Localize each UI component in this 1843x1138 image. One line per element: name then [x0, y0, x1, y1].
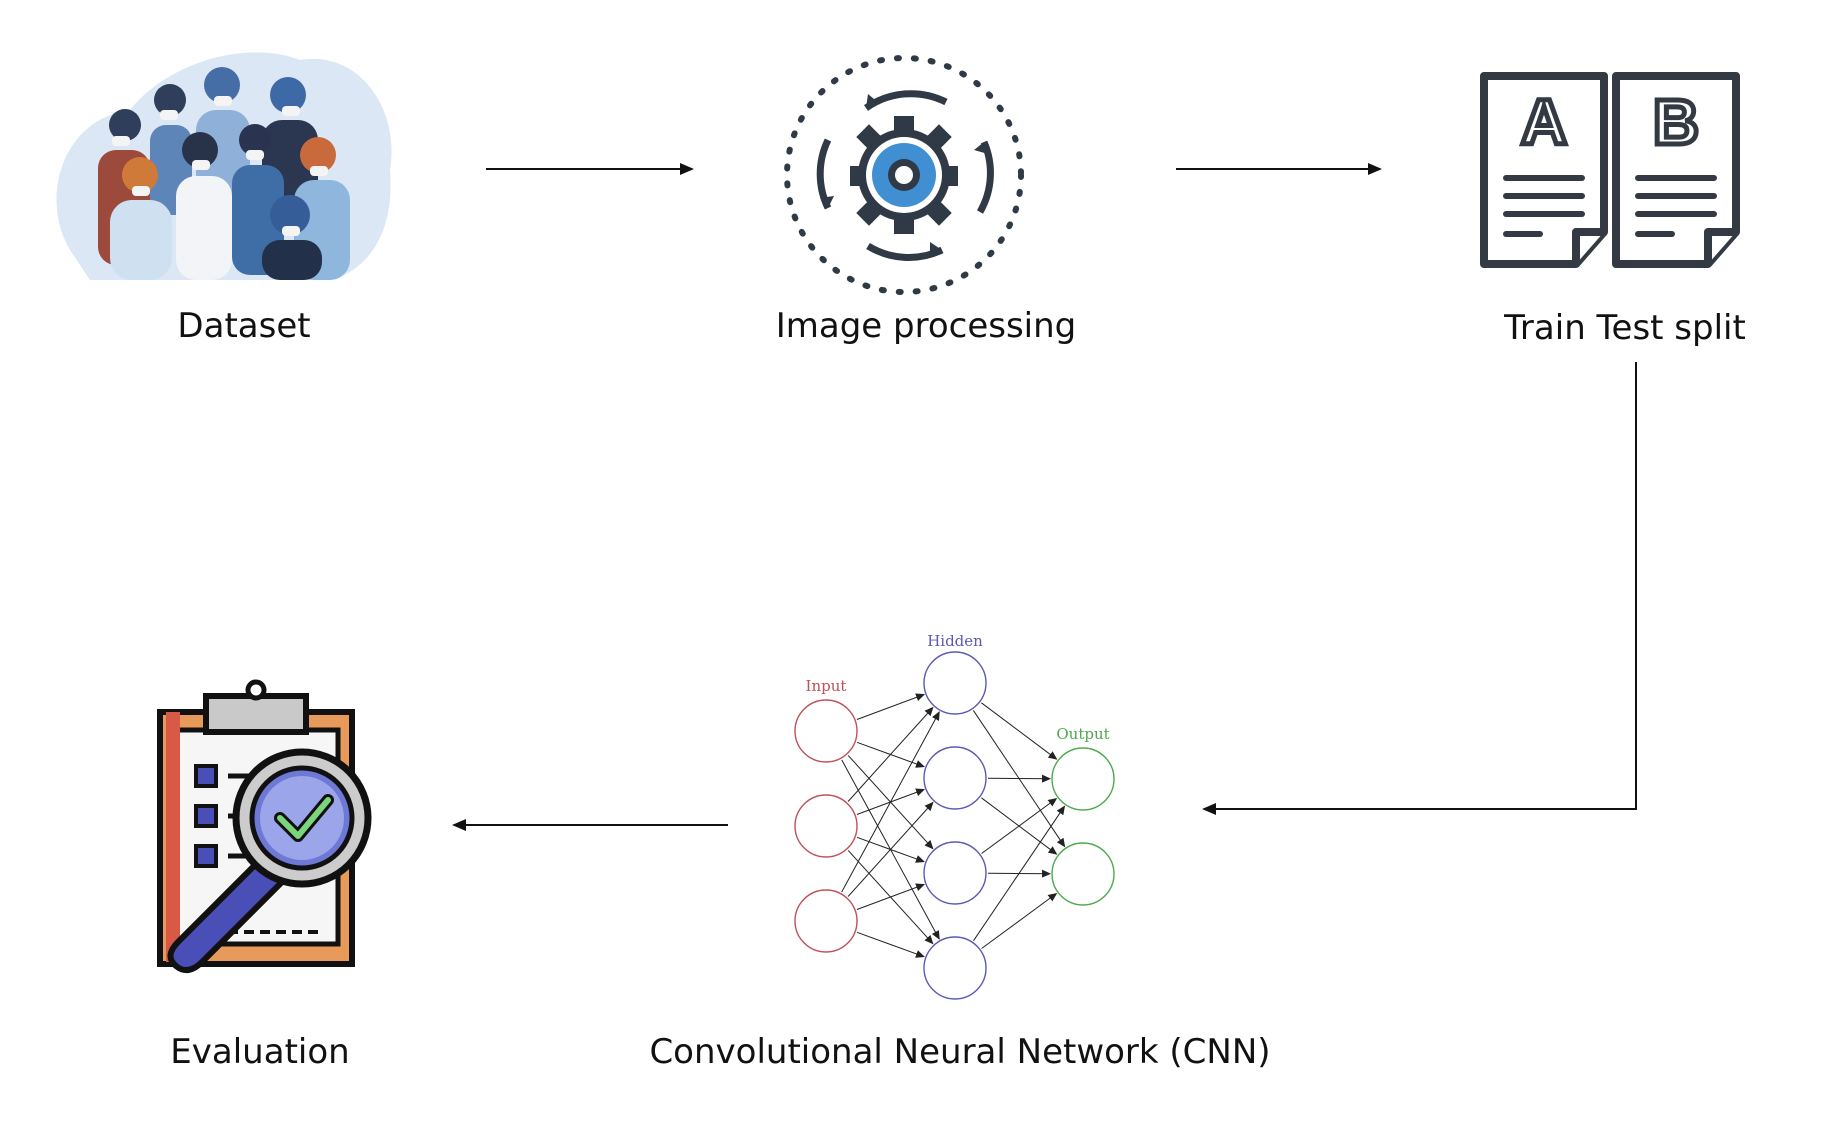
arrow-split-to-cnn: [1202, 362, 1637, 815]
network-edge: [973, 805, 1066, 941]
input-node: [794, 699, 858, 763]
output-node: [1051, 842, 1115, 906]
hidden-node: [923, 936, 987, 1000]
step-label-cnn: Convolutional Neural Network (CNN): [649, 1032, 1271, 1072]
input-node: [794, 794, 858, 858]
network-edge: [981, 892, 1058, 949]
hidden-node: [923, 841, 987, 905]
input-node: [794, 889, 858, 953]
step-label-dataset: Dataset: [177, 306, 311, 346]
output-layer-label: Output: [1056, 725, 1109, 743]
network-edge: [847, 801, 934, 897]
hidden-node: [923, 651, 987, 715]
network-edge: [841, 711, 940, 893]
step-label-evaluation: Evaluation: [170, 1032, 350, 1072]
step-label-train-test-split: Train Test split: [1504, 308, 1746, 348]
output-node: [1051, 747, 1115, 811]
network-edge: [856, 931, 925, 958]
input-layer-label: Input: [806, 677, 847, 695]
doc-letter-a: A: [1521, 86, 1567, 158]
network-edge: [981, 702, 1058, 760]
network-edge: [856, 693, 926, 720]
hidden-node: [923, 746, 987, 810]
network-edge: [856, 883, 926, 910]
network-edge: [981, 797, 1058, 854]
step-label-image-processing: Image processing: [775, 306, 1077, 346]
network-edge: [847, 706, 934, 802]
hidden-layer-label: Hidden: [927, 632, 983, 650]
doc-letter-b: B: [1653, 86, 1699, 158]
